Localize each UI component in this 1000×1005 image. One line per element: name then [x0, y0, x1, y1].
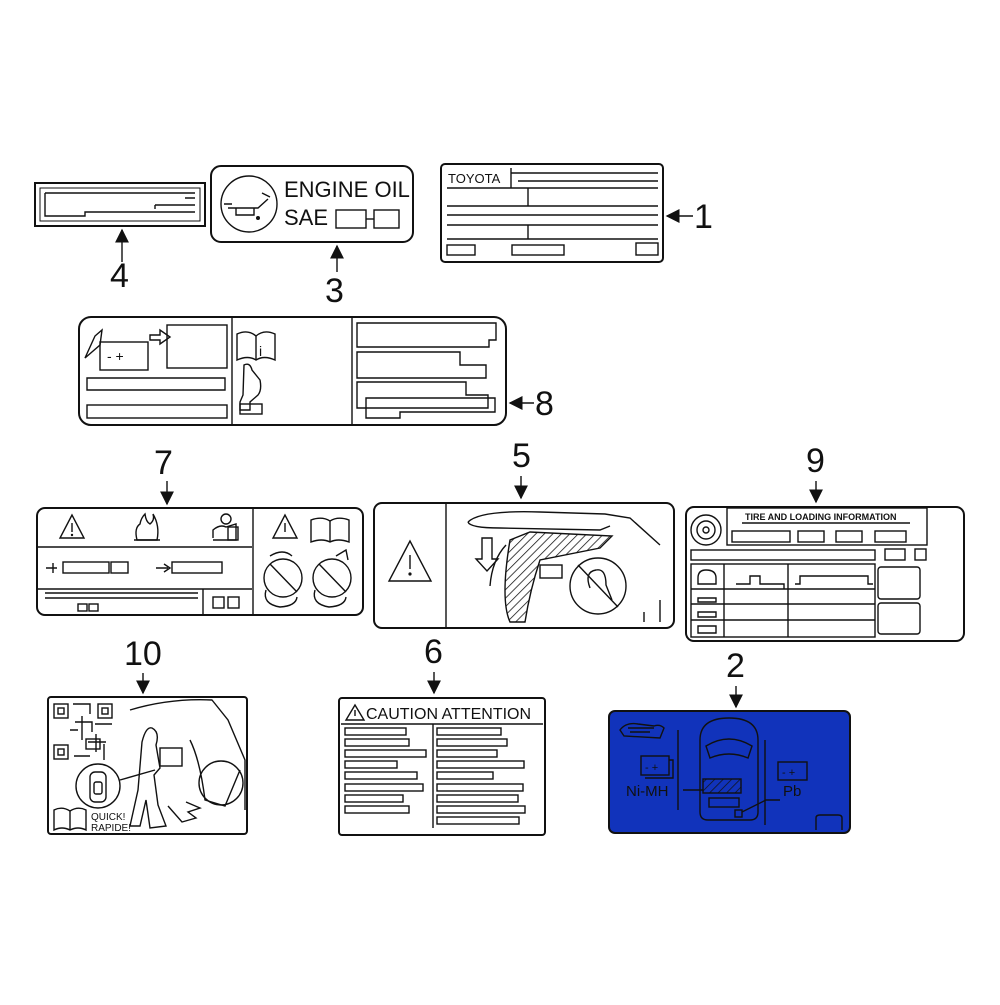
label-6[interactable]: CAUTION ATTENTION	[338, 697, 546, 836]
arrow-down-icon	[474, 537, 500, 573]
callout-9: 9	[806, 442, 825, 504]
manual-book-icon	[53, 807, 87, 832]
rapide-text: RAPIDE!	[91, 823, 131, 834]
svg-text:- +: - +	[782, 767, 795, 779]
callout-2: 2	[726, 647, 745, 709]
svg-text:- +: - +	[645, 762, 658, 774]
svg-text:7: 7	[154, 444, 173, 482]
caution-heading: CAUTION ATTENTION	[366, 706, 531, 723]
callout-3: 3	[325, 244, 344, 310]
label-8[interactable]: - + i	[78, 316, 507, 426]
warning-triangle-icon	[58, 513, 86, 539]
engine-oil-text: ENGINE OIL	[284, 177, 410, 202]
battery-icon: - +	[84, 328, 149, 371]
label-4[interactable]	[34, 182, 206, 227]
callout-8: 8	[508, 385, 554, 423]
toyota-brand-text: TOYOTA	[448, 171, 501, 186]
sae-text: SAE	[284, 205, 328, 230]
svg-text:i: i	[259, 343, 262, 359]
tire-loading-heading: TIRE AND LOADING INFORMATION	[745, 512, 897, 522]
callout-5: 5	[512, 437, 531, 500]
car-top-view	[677, 717, 766, 825]
svg-text:- +: - +	[107, 348, 124, 364]
warning-triangle-icon	[344, 703, 366, 721]
no-hand-icon	[312, 548, 352, 608]
label-3[interactable]: ENGINE OIL SAE	[210, 165, 414, 243]
label-5[interactable]	[373, 502, 675, 629]
callout-4: 4	[110, 228, 129, 295]
qr-code-icon	[53, 703, 113, 760]
callout-10: 10	[124, 635, 162, 695]
fire-icon	[134, 512, 160, 541]
svg-text:4: 4	[110, 257, 129, 295]
svg-text:8: 8	[535, 385, 554, 423]
oil-can-icon	[220, 175, 278, 233]
svg-text:10: 10	[124, 635, 162, 673]
battery-icon: - +	[640, 755, 674, 779]
svg-text:5: 5	[512, 437, 531, 475]
callout-6: 6	[424, 633, 443, 695]
svg-text:3: 3	[325, 272, 344, 310]
no-hand-icon	[263, 551, 303, 608]
quick-text: QUICK!	[91, 812, 125, 823]
label-9[interactable]: TIRE AND LOADING INFORMATION	[685, 506, 965, 642]
door-handle-icon	[75, 763, 156, 809]
callout-7: 7	[154, 444, 174, 506]
tire-icon	[690, 514, 722, 546]
caution-text-bars	[344, 727, 526, 825]
svg-text:9: 9	[806, 442, 825, 480]
person-reading-icon	[212, 513, 239, 541]
label-1[interactable]: TOYOTA	[440, 163, 664, 263]
svg-text:6: 6	[424, 633, 443, 671]
battery-icon: - +	[777, 761, 808, 781]
pb-text: Pb	[783, 783, 801, 800]
ni-mh-text: Ni-MH	[626, 783, 669, 800]
manual-book-icon: i	[236, 331, 276, 362]
label-10[interactable]: QUICK! RAPIDE!	[47, 696, 248, 835]
label-7[interactable]	[36, 507, 364, 616]
svg-text:2: 2	[726, 647, 745, 685]
label-2-highlighted[interactable]: - + Ni-MH - + Pb	[608, 710, 851, 834]
svg-text:1: 1	[694, 198, 713, 236]
callout-1: 1	[665, 198, 713, 236]
